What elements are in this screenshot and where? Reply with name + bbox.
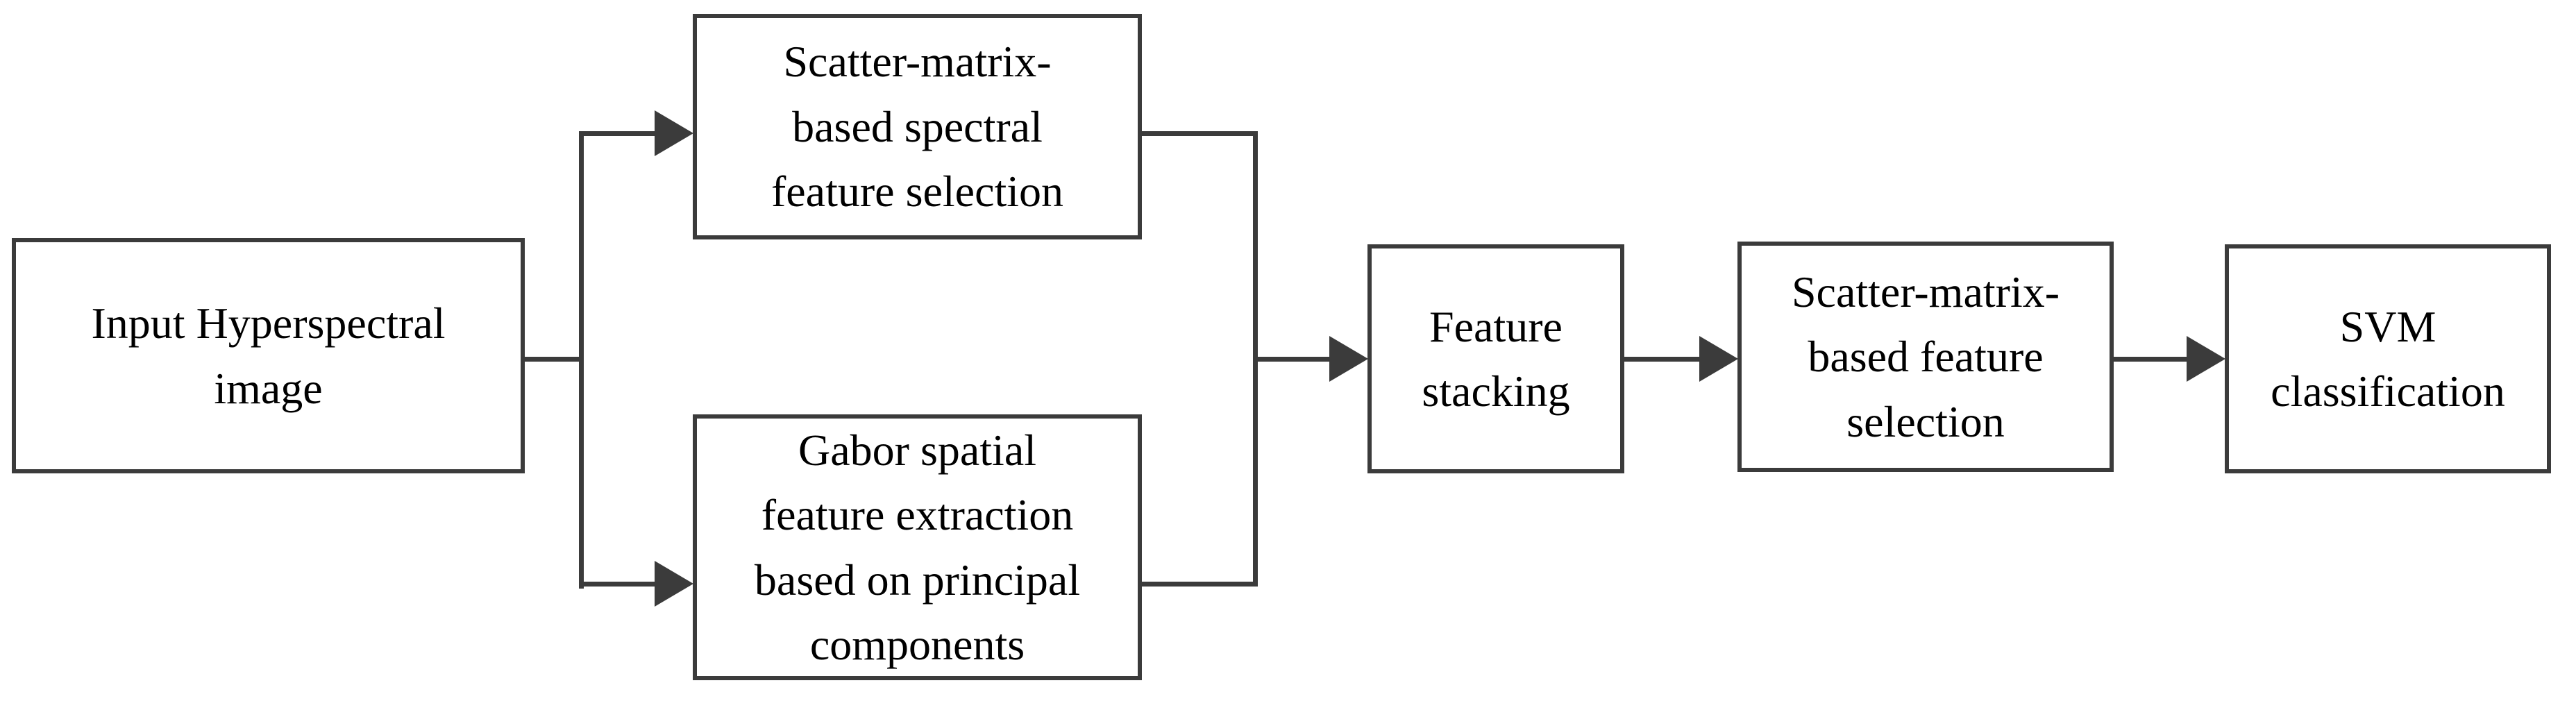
connector-to-feature-selection: [1620, 357, 1700, 362]
connector-branch-vertical: [579, 131, 584, 589]
arrowhead-to-feature-selection: [1699, 336, 1738, 382]
arrowhead-to-spectral-selection: [655, 110, 693, 156]
node-feature-stacking: Feature stacking: [1367, 244, 1624, 473]
node-scatter-matrix-feature-selection: Scatter-matrix- based feature selection: [1737, 242, 2114, 472]
connector-to-svm: [2110, 357, 2187, 362]
connector-to-feature-stacking: [1253, 357, 1330, 362]
arrowhead-to-gabor-extraction: [655, 561, 693, 607]
node-input-hyperspectral-image: Input Hyperspectral image: [12, 238, 525, 473]
connector-spectral-out: [1138, 131, 1258, 136]
connector-branch-top: [579, 131, 655, 136]
arrowhead-to-svm-classification: [2187, 336, 2225, 382]
connector-input-stub: [521, 357, 584, 362]
node-gabor-spatial-feature-extraction: Gabor spatial feature extraction based o…: [693, 414, 1142, 680]
node-svm-classification: SVM classification: [2225, 244, 2551, 473]
connector-branch-bottom: [579, 582, 655, 587]
node-scatter-matrix-spectral-feature-selection: Scatter-matrix- based spectral feature s…: [693, 14, 1142, 239]
arrowhead-to-feature-stacking: [1329, 336, 1368, 382]
connector-gabor-out: [1138, 582, 1258, 587]
